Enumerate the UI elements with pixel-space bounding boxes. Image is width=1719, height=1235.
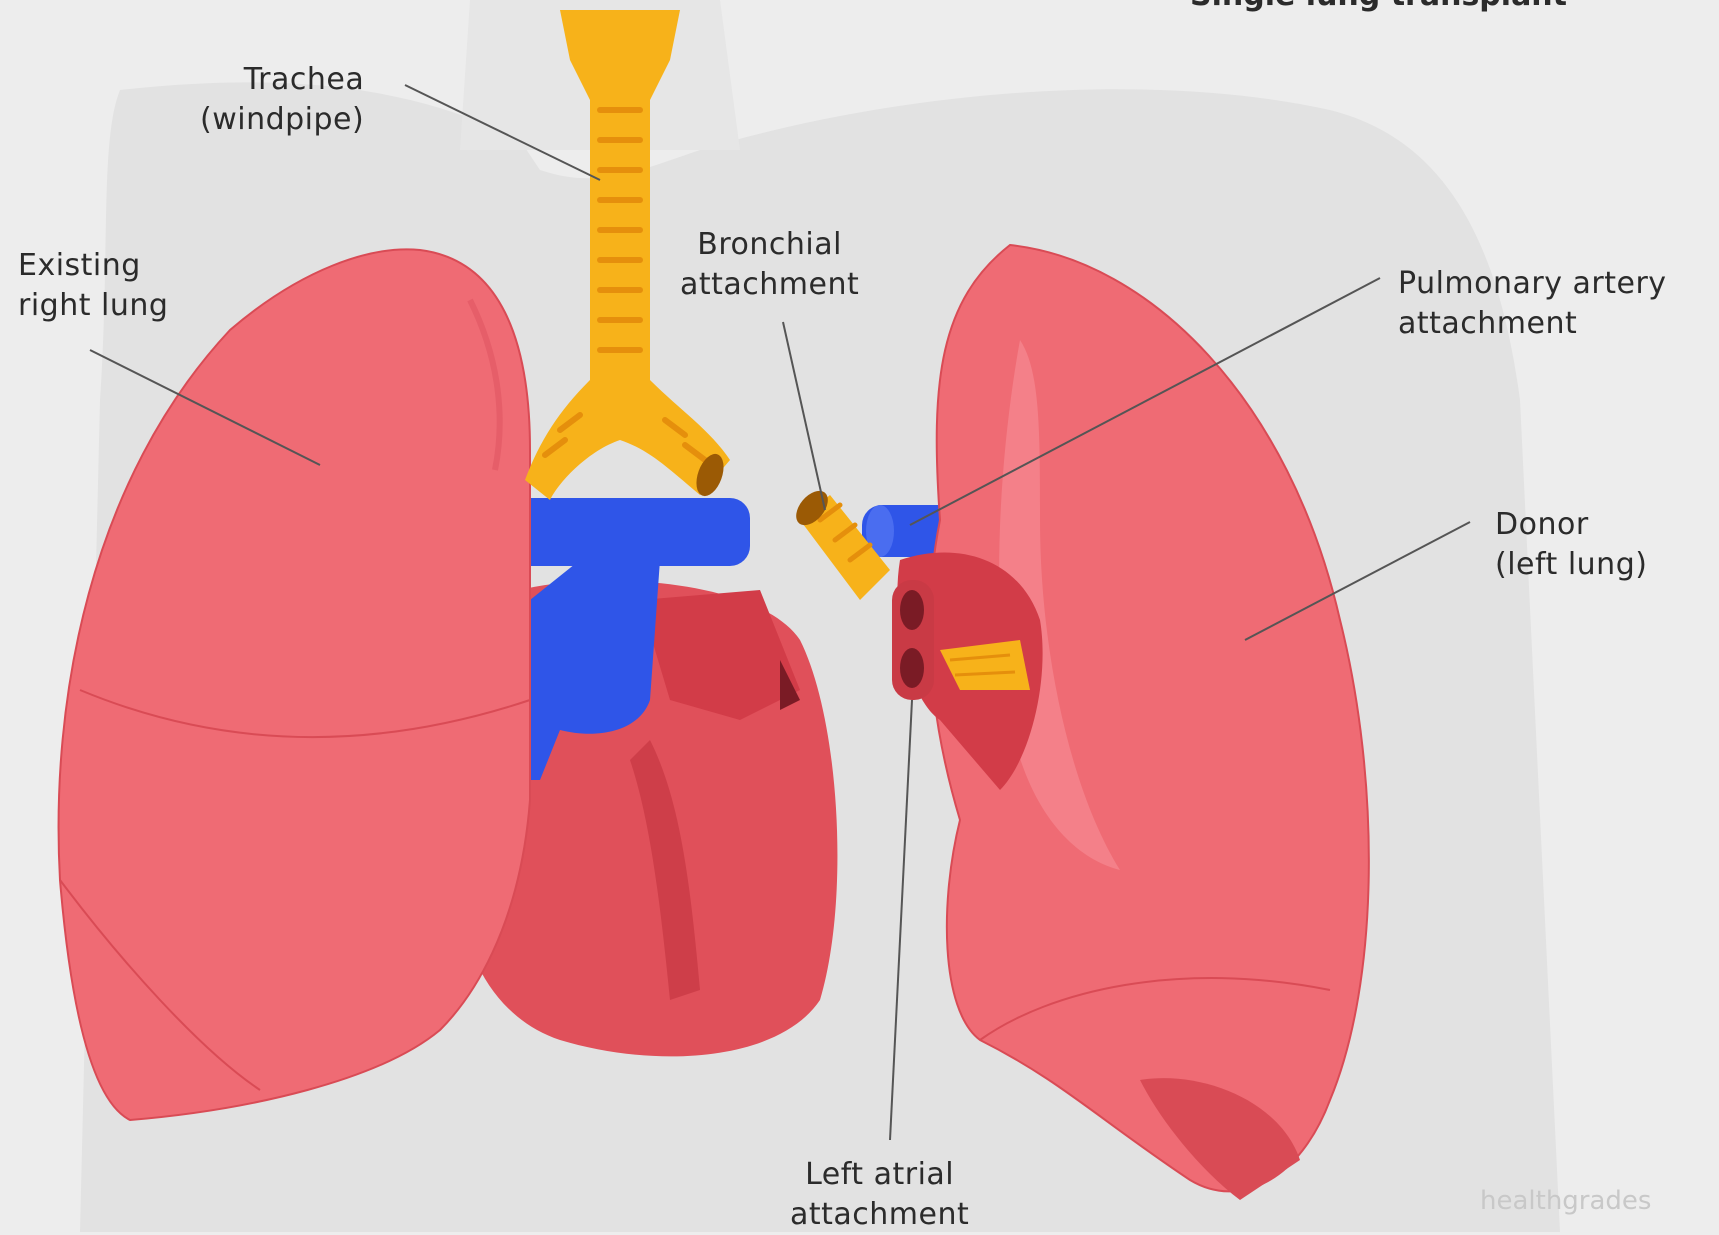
trachea-label: Trachea (windpipe)	[200, 60, 364, 140]
pulmonary-label-line2: attachment	[1398, 304, 1667, 344]
bronchial-attachment-label: Bronchial attachment	[680, 225, 859, 305]
trachea-label-line1: Trachea	[200, 60, 364, 100]
diagram-title: Single lung transplant	[1190, 0, 1567, 13]
existing-right-lung-label-line2: right lung	[18, 286, 168, 326]
healthgrades-watermark: healthgrades	[1480, 1186, 1651, 1216]
bronchial-label-line2: attachment	[680, 265, 859, 305]
existing-right-lung-label-line1: Existing	[18, 246, 168, 286]
left-atrial-label-line2: attachment	[790, 1195, 969, 1235]
donor-label-line1: Donor	[1495, 505, 1647, 545]
trachea-label-line2: (windpipe)	[200, 100, 364, 140]
left-atrial-label-line1: Left atrial	[790, 1155, 969, 1195]
bronchial-label-line1: Bronchial	[680, 225, 859, 265]
donor-label-line2: (left lung)	[1495, 545, 1647, 585]
left-atrial-attachment-label: Left atrial attachment	[790, 1155, 969, 1235]
pulmonary-label-line1: Pulmonary artery	[1398, 264, 1667, 304]
pulmonary-artery-attachment-label: Pulmonary artery attachment	[1398, 264, 1667, 344]
existing-right-lung-label: Existing right lung	[18, 246, 168, 326]
donor-left-lung-label: Donor (left lung)	[1495, 505, 1647, 585]
